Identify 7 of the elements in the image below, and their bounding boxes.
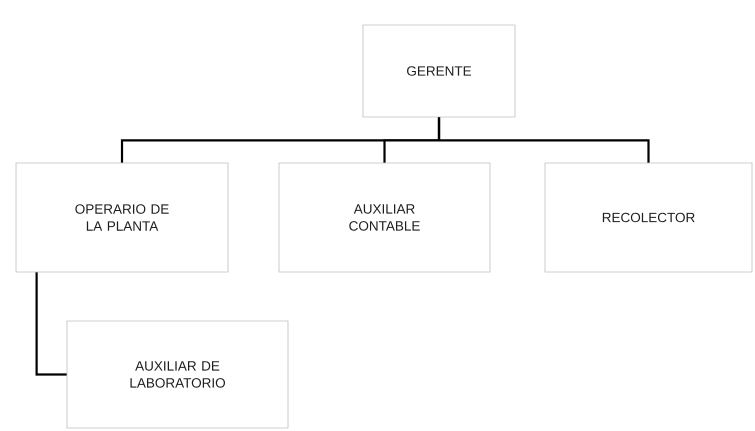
connector-line bbox=[438, 117, 650, 163]
org-box: GERENTE bbox=[362, 24, 516, 118]
connector-line bbox=[36, 272, 67, 376]
org-box: AUXILIAR CONTABLE bbox=[278, 162, 490, 272]
org-box: OPERARIO DE LA PLANTA bbox=[16, 162, 228, 272]
org-box: AUXILIAR DE LABORATORIO bbox=[66, 320, 288, 428]
org-box: RECOLECTOR bbox=[544, 162, 752, 272]
